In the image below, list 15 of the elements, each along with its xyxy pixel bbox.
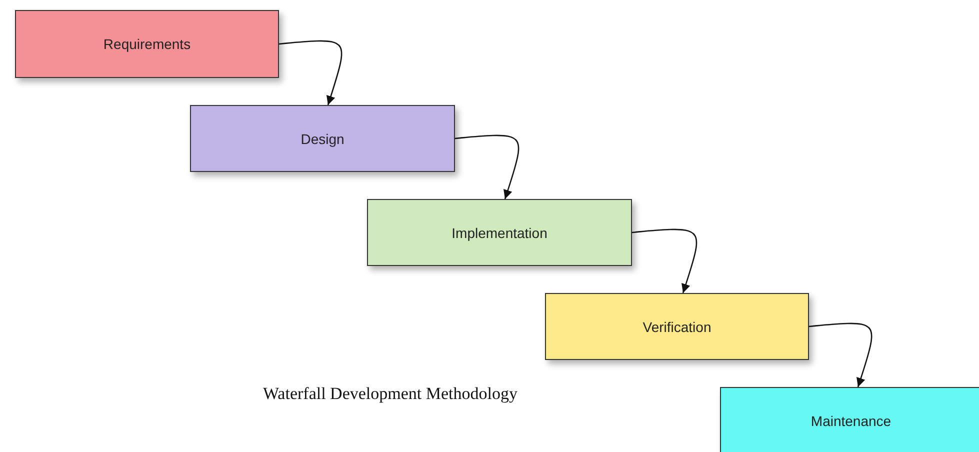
process-box [720,387,979,452]
caption: Waterfall Development Methodology [263,384,518,404]
step-label: Verification [642,318,712,334]
arrow [454,134,520,200]
step-label: Requirements [103,36,191,52]
arrow [278,40,342,106]
step-label: Maintenance [810,412,892,428]
step-label: Implementation [452,224,548,240]
arrow [808,322,872,388]
process-box [190,105,455,172]
step-label: Design [300,130,344,146]
process-box [367,199,632,266]
process-box [545,293,809,360]
process-box [15,10,279,78]
arrow [632,228,698,294]
